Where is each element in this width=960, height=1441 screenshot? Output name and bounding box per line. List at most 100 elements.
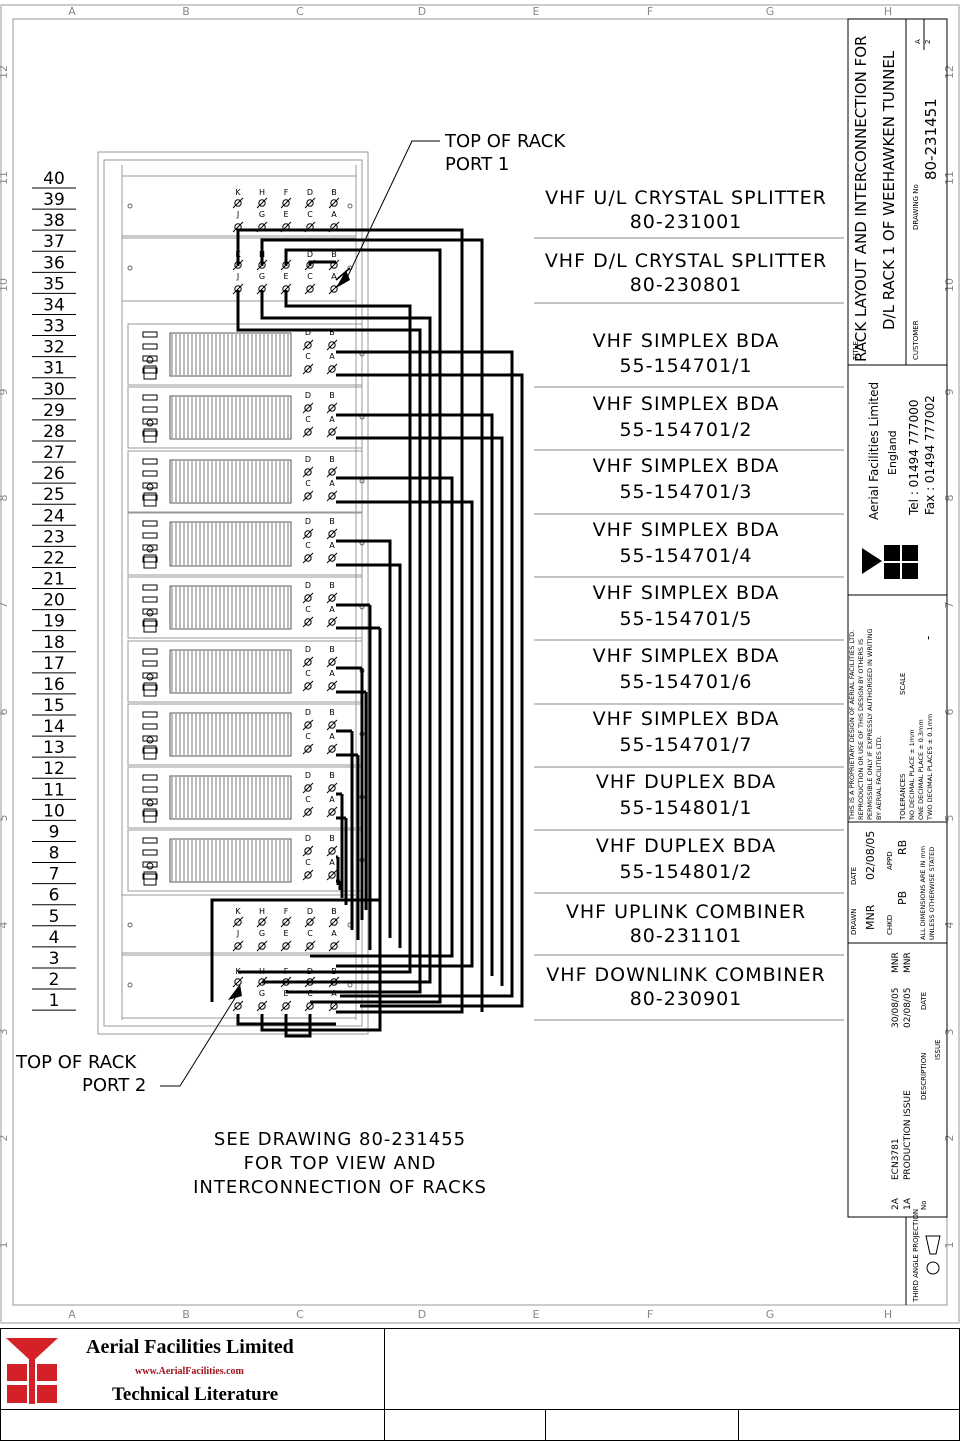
grid-row-right-1: 1 bbox=[943, 1242, 956, 1249]
connector-B bbox=[328, 594, 336, 602]
appd-value: RB bbox=[896, 840, 909, 855]
grid-row-left-4: 4 bbox=[0, 922, 10, 929]
cable-3 bbox=[284, 248, 442, 1004]
connector-D-slash bbox=[302, 782, 314, 794]
panel-switch bbox=[142, 735, 158, 742]
panel-switch bbox=[142, 331, 158, 338]
rack-unit-28: 28 bbox=[43, 422, 65, 442]
port-label-C: C bbox=[305, 541, 311, 550]
port-label-C: C bbox=[305, 669, 311, 678]
port1-label-line2: PORT 1 bbox=[445, 154, 509, 175]
title-caption: TITLE bbox=[852, 341, 860, 361]
connector-E-slash bbox=[280, 1000, 292, 1012]
connector-G bbox=[258, 1002, 266, 1010]
proprietary-line-4: BY AERIAL FACILITIES LTD. bbox=[875, 735, 883, 820]
module-frame-12 bbox=[121, 894, 357, 954]
grid-row-left-5: 5 bbox=[0, 815, 10, 822]
connector-G-slash bbox=[256, 1000, 268, 1012]
rack-unit-6: 6 bbox=[49, 886, 60, 906]
connector-K bbox=[234, 199, 242, 207]
connector-C bbox=[304, 365, 312, 373]
cable-2 bbox=[260, 238, 484, 1012]
connector-H bbox=[258, 199, 266, 207]
connector-G-slash bbox=[256, 940, 268, 952]
rack-unit-24: 24 bbox=[43, 506, 65, 526]
rack-unit-11: 11 bbox=[43, 780, 65, 800]
module-name-7: VHF SIMPLEX BDA bbox=[593, 582, 780, 604]
port-label-J: J bbox=[236, 210, 239, 219]
connector-A bbox=[328, 492, 336, 500]
connector-B bbox=[328, 658, 336, 666]
rev-no-1: 2A bbox=[891, 1197, 901, 1210]
port-label-C: C bbox=[307, 272, 313, 281]
heatsink-frame bbox=[169, 838, 292, 883]
port-label-A: A bbox=[329, 605, 335, 614]
connector-A bbox=[328, 428, 336, 436]
rack-unit-27: 27 bbox=[43, 443, 65, 463]
connector-D-slash bbox=[302, 402, 314, 414]
port-label-H: H bbox=[259, 907, 265, 916]
grid-row-right-2: 2 bbox=[943, 1135, 956, 1142]
footer-cell-3 bbox=[545, 1409, 739, 1441]
panel-switch bbox=[142, 810, 158, 817]
grid-row-left-3: 3 bbox=[0, 1029, 10, 1036]
grid-col-bottom-F: F bbox=[647, 1308, 653, 1321]
connector-J-slash bbox=[232, 940, 244, 952]
connector-B-slash bbox=[328, 259, 340, 271]
cable-27 bbox=[236, 1014, 336, 1026]
title-line-2: D/L RACK 1 OF WEEHAWKEN TUNNEL bbox=[880, 50, 898, 330]
panel-socket bbox=[143, 745, 157, 760]
rack-unit-4: 4 bbox=[49, 928, 60, 948]
rack-inner-frame bbox=[103, 159, 363, 1027]
heatsink-frame bbox=[169, 521, 292, 567]
grid-row-left-2: 2 bbox=[0, 1135, 10, 1142]
cable-6 bbox=[238, 290, 412, 974]
connector-B-slash bbox=[328, 916, 340, 928]
company-name: Aerial Facilities Limited bbox=[867, 382, 881, 520]
port-label-B: B bbox=[331, 907, 337, 916]
port-label-A: A bbox=[329, 858, 335, 867]
port-label-C: C bbox=[305, 605, 311, 614]
grid-references: AABBCCDDEEFFGGHH121211111010998877665544… bbox=[0, 5, 956, 1321]
grid-col-bottom-G: G bbox=[766, 1308, 775, 1321]
panel-switch bbox=[142, 660, 158, 667]
port-label-A: A bbox=[329, 352, 335, 361]
dims-note-line-1: ALL DIMENSIONS ARE IN mm bbox=[919, 846, 927, 940]
module-name-10: VHF DUPLEX BDA bbox=[596, 771, 776, 793]
connector-C bbox=[304, 492, 312, 500]
connector-B-slash bbox=[326, 719, 338, 731]
module-part-6: 55-154701/4 bbox=[619, 545, 752, 567]
panel-led bbox=[146, 673, 154, 681]
grid-row-right-8: 8 bbox=[943, 495, 956, 502]
rack-unit-18: 18 bbox=[43, 633, 65, 653]
grid-col-top-H: H bbox=[884, 5, 892, 18]
footer-url-link[interactable]: www.AerialFacilities.com bbox=[135, 1366, 244, 1377]
panel-switch bbox=[142, 798, 158, 805]
connector-C bbox=[306, 942, 314, 950]
connector-D bbox=[304, 721, 312, 729]
heatsink bbox=[171, 587, 289, 628]
module-frame-7 bbox=[127, 576, 363, 639]
connector-A bbox=[328, 682, 336, 690]
rack-unit-30: 30 bbox=[43, 380, 65, 400]
port-label-F: F bbox=[284, 907, 289, 916]
cable-15 bbox=[336, 539, 392, 938]
projection-symbol-cone bbox=[925, 1235, 941, 1255]
heatsink-frame bbox=[169, 649, 292, 694]
module-screw bbox=[127, 922, 133, 928]
connector-D bbox=[304, 404, 312, 412]
sheet-ref-2: 2 bbox=[924, 40, 932, 44]
port1-pointer bbox=[335, 267, 351, 281]
port-label-D: D bbox=[305, 517, 311, 526]
panel-switch bbox=[142, 355, 158, 362]
panel-switch bbox=[142, 774, 158, 781]
panel-switch bbox=[142, 544, 158, 551]
panel-switch bbox=[142, 418, 158, 425]
panel-switch bbox=[142, 470, 158, 477]
rack-unit-5: 5 bbox=[49, 907, 60, 927]
rack-unit-31: 31 bbox=[43, 359, 65, 379]
module-name-3: VHF SIMPLEX BDA bbox=[593, 330, 780, 352]
panel-led bbox=[146, 483, 154, 491]
